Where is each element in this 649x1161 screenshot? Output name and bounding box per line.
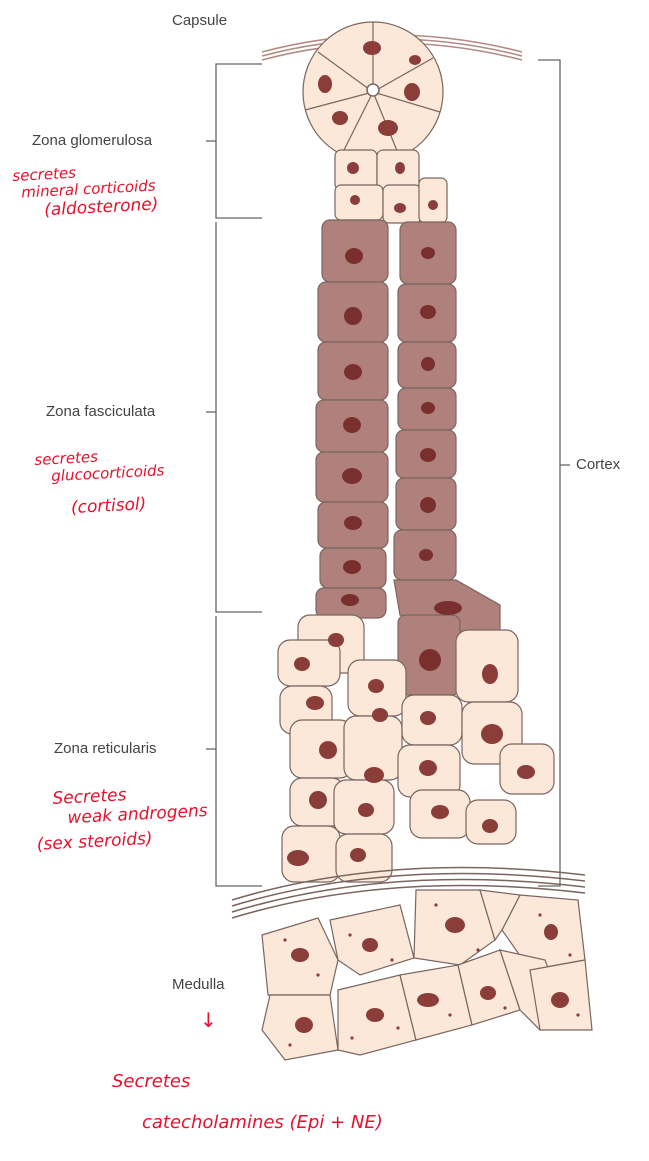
fasciculata-annotation: secretes glucocorticoids (cortisol) — [34, 445, 167, 520]
cortex-label: Cortex — [576, 456, 620, 473]
capsule-label: Capsule — [172, 12, 227, 29]
medulla-arrow: ↓ — [200, 1008, 217, 1032]
annotation-line: Secretes — [112, 1072, 383, 1093]
annotation-line: glucocorticoids — [51, 462, 165, 485]
medulla-cells — [262, 890, 592, 1060]
zona-glomerulosa-label: Zona glomerulosa — [32, 132, 152, 149]
annotation-line: catecholamines (Epi + NE) — [142, 1113, 383, 1134]
zone-brackets — [206, 64, 262, 886]
medulla-annotation: Secretes catecholamines (Epi + NE) — [112, 1072, 383, 1133]
zona-reticularis-label: Zona reticularis — [54, 740, 157, 757]
zona-fasciculata-label: Zona fasciculata — [46, 403, 155, 420]
glomerulosa-annotation: secretes mineral corticoids (aldosterone… — [12, 160, 159, 222]
medulla-label: Medulla — [172, 976, 225, 993]
reticularis-annotation: Secretes weak androgens (sex steroids) — [52, 782, 209, 855]
